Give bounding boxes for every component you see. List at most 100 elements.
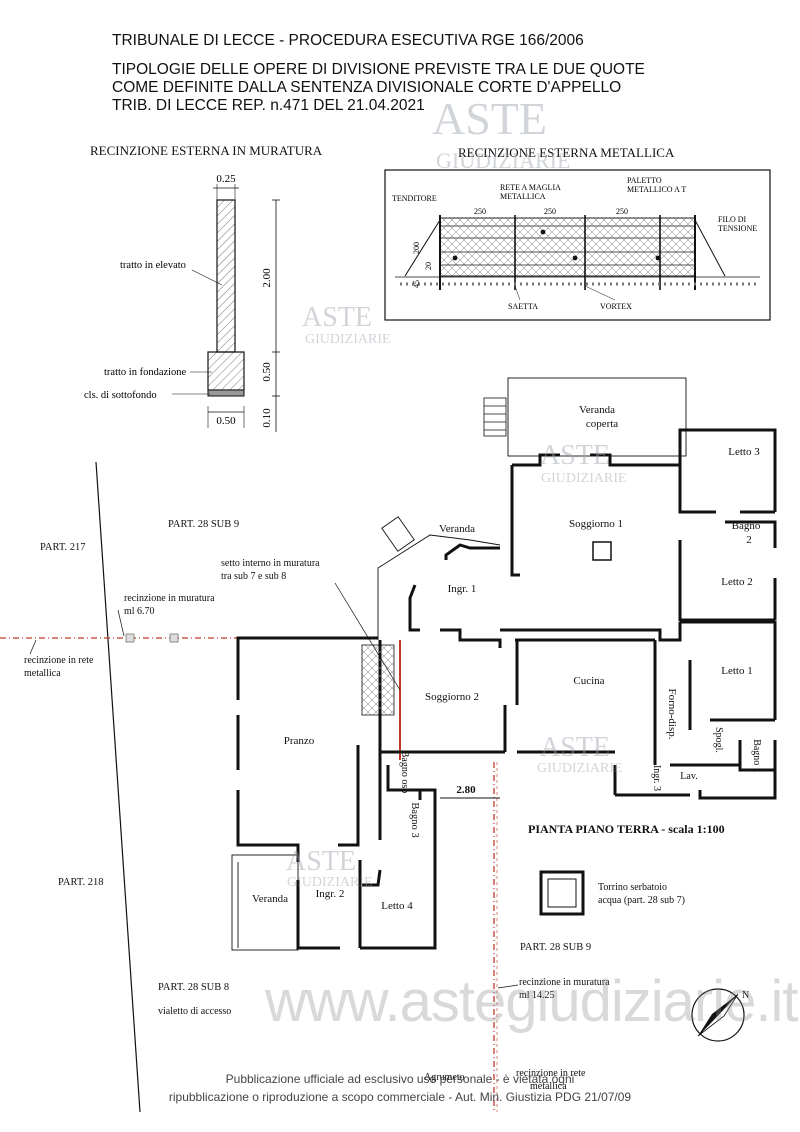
metal-fence-frame: [384, 169, 771, 321]
label-part-217: PART. 217: [40, 542, 85, 553]
label-rec-mur-b2: ml 14.25: [519, 990, 555, 1001]
label-bagno1: Bagno 1: [751, 739, 762, 773]
label-spogl: Spogl.: [713, 727, 724, 753]
floor-plan: [231, 377, 777, 951]
label-torrino-1: Torrino serbatoio: [598, 882, 667, 893]
label-filo-1: FILO DI: [718, 215, 747, 224]
north-label: N: [742, 990, 749, 1001]
label-part-28-sub9-top: PART. 28 SUB 9: [168, 519, 239, 530]
header-line-2: COME DEFINITE DALLA SENTENZA DIVISIONALE…: [112, 79, 622, 96]
watermark-giudiziarie-2: GIUDIZIARIE: [305, 332, 391, 347]
metal-fence-title: RECINZIONE ESTERNA METALLICA: [458, 145, 675, 160]
watermark-aste-4: ASTE: [540, 732, 610, 763]
label-rec-rete-b1: recinzione in rete: [516, 1068, 586, 1079]
label-rete-1: RETE A MAGLIA: [500, 183, 561, 192]
label-rete-2: METALLICA: [500, 192, 546, 201]
metal-mesh: [439, 217, 696, 277]
label-subfloor: cls. di sottofondo: [84, 390, 157, 401]
dim-h45: 45: [412, 280, 421, 288]
label-bagno2-b: 2: [746, 534, 752, 546]
header-line-3: TRIB. DI LECCE REP. n.471 DEL 21.04.2021: [112, 97, 425, 114]
label-part-28-sub8: PART. 28 SUB 8: [158, 982, 229, 993]
elevation-wall: [216, 199, 236, 353]
label-cucina: Cucina: [573, 675, 604, 687]
dim-280: 2.80: [456, 784, 476, 796]
label-ingr1: Ingr. 1: [448, 583, 477, 595]
label-rec-mur-b1: recinzione in muratura: [519, 977, 610, 988]
label-bagno3: Bagno 3: [409, 802, 420, 837]
label-rec-rete-1: recinzione in rete: [24, 655, 94, 666]
masonry-fence-title: RECINZIONE ESTERNA IN MURATURA: [90, 143, 323, 158]
label-letto1: Letto 1: [721, 665, 752, 677]
watermark-giudiziarie-1: GIUDIZIARIE: [436, 148, 570, 173]
label-vialetto: vialetto di accesso: [158, 1006, 231, 1017]
label-ingr3: Ingr. 3: [651, 765, 662, 791]
dim-height: 2.00: [261, 268, 273, 288]
label-agrumeto: Agrumeto: [424, 1072, 465, 1083]
watermark-aste-5: ASTE: [286, 846, 356, 877]
watermark-giudiziarie-4: GIUDIZIARIE: [537, 761, 623, 776]
label-foundation: tratto in fondazione: [104, 367, 187, 378]
dim-span-3: 250: [616, 207, 628, 216]
watermark-aste-1: ASTE: [432, 93, 547, 144]
footer-line-2: ripubblicazione o riproduzione a scopo c…: [168, 1090, 632, 1104]
water-tank-tower: [539, 870, 585, 916]
label-filo-2: TENSIONE: [718, 224, 757, 233]
footer-line-1: Pubblicazione ufficiale ad esclusivo uso…: [225, 1072, 575, 1086]
label-soggiorno1: Soggiorno 1: [569, 518, 623, 530]
label-soggiorno2: Soggiorno 2: [425, 691, 479, 703]
dim-bottom: 0.50: [216, 415, 236, 427]
room-labels: Veranda coperta Letto 3 Veranda Soggiorn…: [252, 404, 762, 912]
label-letto3: Letto 3: [728, 446, 760, 458]
label-setto-2: tra sub 7 e sub 8: [221, 571, 286, 582]
dim-top: 0.25: [216, 173, 236, 185]
label-letto2: Letto 2: [721, 576, 752, 588]
dim-base: 0.10: [261, 408, 273, 428]
watermark-giudiziarie-3: GIUDIZIARIE: [541, 471, 627, 486]
label-saetta: SAETTA: [508, 302, 538, 311]
dim-foundation: 0.50: [261, 362, 273, 382]
label-rec-mur-2: ml 6.70: [124, 606, 155, 617]
label-ingr2: Ingr. 2: [316, 888, 345, 900]
header-title: TRIBUNALE DI LECCE - PROCEDURA ESECUTIVA…: [112, 32, 584, 49]
header-line-1: TIPOLOGIE DELLE OPERE DI DIVISIONE PREVI…: [112, 61, 645, 78]
label-forno: Forno-disp.: [666, 688, 678, 739]
label-part-28-sub9-bottom: PART. 28 SUB 9: [520, 942, 591, 953]
label-paletto-1: PALETTO: [627, 176, 662, 185]
foundation-block: [207, 351, 245, 391]
label-rec-rete-b2: metallica: [530, 1081, 567, 1092]
label-pianta: PIANTA PIANO TERRA - scala 1:100: [528, 822, 725, 836]
masonry-fence-section: 0.25 2.00 0.50 0.10 0.50 tratto in eleva…: [84, 173, 280, 432]
label-elevation: tratto in elevato: [120, 260, 186, 271]
label-lav: Lav.: [680, 771, 697, 782]
label-letto4: Letto 4: [381, 900, 413, 912]
label-vortex: VORTEX: [600, 302, 632, 311]
north-arrow-icon: N: [691, 988, 749, 1042]
label-bagno2-a: Bagno: [732, 520, 761, 532]
site-annotations: PART. 28 SUB 9 PART. 217 setto interno i…: [24, 519, 725, 1092]
label-paletto-2: METALLICO A T: [627, 185, 686, 194]
dim-h20: 20: [424, 262, 433, 270]
watermark-url: www.astegiudiziarie.it: [265, 969, 798, 1034]
label-tenditore: TENDITORE: [392, 194, 437, 203]
boundary-line: [95, 461, 141, 1113]
label-pranzo: Pranzo: [284, 735, 315, 747]
watermark-group: ASTE GIUDIZIARIE ASTE GIUDIZIARIE ASTE G…: [286, 93, 627, 890]
subfloor-slab: [207, 389, 245, 397]
watermark-aste-3: ASTE: [540, 440, 610, 471]
watermark-aste-2: ASTE: [302, 302, 372, 333]
label-veranda-coperta-2: coperta: [586, 418, 618, 430]
site-boundaries: [0, 461, 498, 1113]
label-setto-1: setto interno in muratura: [221, 558, 320, 569]
label-veranda-bottom: Veranda: [252, 893, 288, 905]
dim-span-2: 250: [544, 207, 556, 216]
label-rec-rete-2: metallica: [24, 668, 61, 679]
dim-h200: 200: [412, 242, 421, 254]
dim-span-1: 250: [474, 207, 486, 216]
label-veranda-coperta-1: Veranda: [579, 404, 615, 416]
label-veranda-top: Veranda: [439, 523, 475, 535]
label-part-218: PART. 218: [58, 877, 103, 888]
document-header: TRIBUNALE DI LECCE - PROCEDURA ESECUTIVA…: [112, 32, 752, 115]
label-torrino-2: acqua (part. 28 sub 7): [598, 895, 685, 906]
